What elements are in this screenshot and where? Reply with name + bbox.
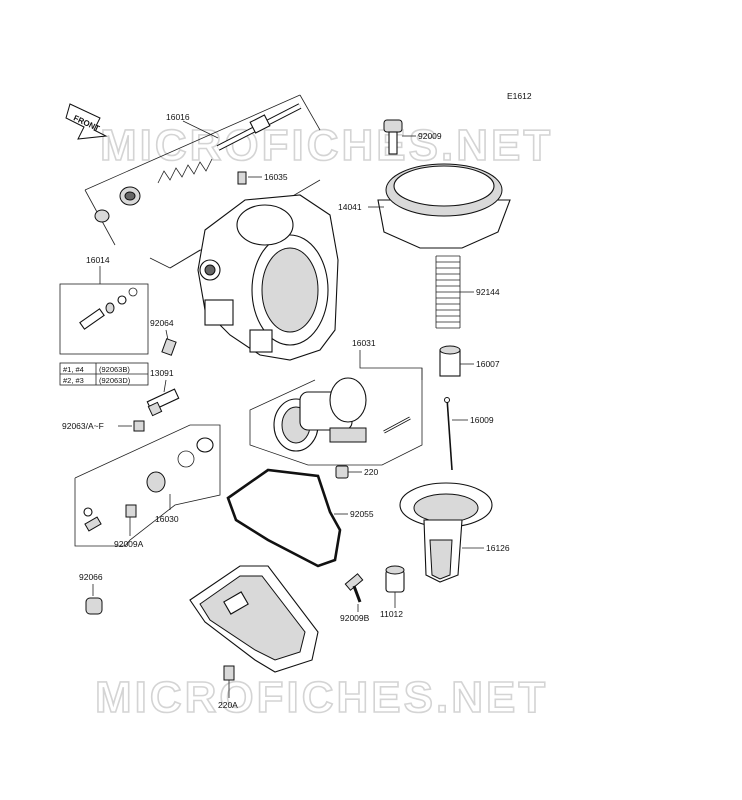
watermark-bottom: MICROFICHES.NET [95, 673, 548, 722]
carburetor-body [197, 194, 339, 361]
screw-shaft-part [216, 103, 302, 151]
label-92144: 92144 [476, 287, 500, 297]
label-16030: 16030 [155, 514, 179, 524]
label-92009b: 92009B [340, 613, 370, 623]
table-cyl-0: #1, #4 [63, 365, 84, 374]
o-ring-part-11012 [385, 565, 405, 593]
label-16007: 16007 [476, 359, 500, 369]
holder-part-16007 [439, 345, 461, 377]
gasket-part-92055 [226, 468, 342, 568]
spring-part-16016 [157, 158, 213, 184]
spring-part-92144 [435, 255, 461, 329]
label-16035: 16035 [264, 172, 288, 182]
jet-part-92064 [161, 338, 177, 356]
label-220: 220 [364, 467, 378, 477]
label-92009a: 92009A [114, 539, 144, 549]
watermark-top: MICROFICHES.NET [100, 121, 553, 170]
table-part-1: (92063D) [99, 376, 131, 385]
label-92055: 92055 [350, 509, 374, 519]
cap-part-92066 [85, 597, 103, 615]
label-16031: 16031 [352, 338, 376, 348]
label-11012: 11012 [380, 609, 403, 619]
diagram-code: E1612 [507, 91, 532, 101]
washer-part-220 [335, 465, 349, 479]
table-part-0: (92063B) [99, 365, 130, 374]
label-14041: 14041 [338, 202, 362, 212]
needle-part-16009 [444, 397, 453, 471]
piston-part-16126 [399, 482, 493, 583]
application-table: #1, #4 (92063B) #2, #3 (92063D) [59, 362, 149, 386]
screw-part-92009b [344, 573, 364, 603]
jet-box-16030 [74, 424, 221, 547]
float-assembly-16031 [273, 377, 411, 452]
pilot-screw-part [94, 186, 141, 223]
label-220a: 220A [218, 700, 238, 710]
float-bowl-part [189, 565, 319, 673]
screw-part-92009 [383, 119, 403, 155]
top-cover-part [377, 163, 511, 249]
label-92066: 92066 [79, 572, 103, 582]
table-cyl-1: #2, #3 [63, 376, 84, 385]
label-16014: 16014 [86, 255, 110, 265]
drain-screw-part-220a [223, 665, 235, 681]
label-92009: 92009 [418, 131, 442, 141]
label-92064: 92064 [150, 318, 174, 328]
jet-kit-box-16014 [59, 283, 149, 355]
plug-part-16035 [237, 171, 247, 185]
needle-jet-part-13091 [146, 388, 180, 417]
label-13091: 13091 [150, 368, 174, 378]
main-jet-part-92063 [133, 420, 145, 432]
label-16009: 16009 [470, 415, 494, 425]
label-16126: 16126 [486, 543, 510, 553]
label-16016: 16016 [166, 112, 190, 122]
label-92063a: 92063/A~F [62, 421, 104, 431]
